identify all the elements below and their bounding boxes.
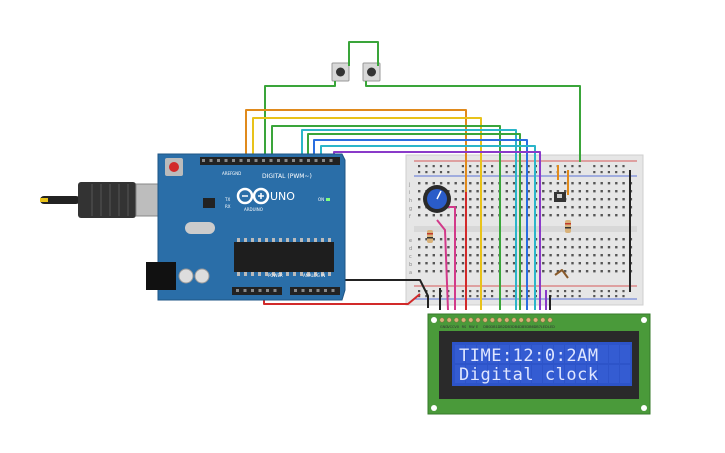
mount-hole — [431, 317, 437, 323]
push-button-left[interactable] — [331, 62, 350, 82]
row-label: g — [409, 206, 412, 212]
row-label: c — [409, 254, 412, 260]
lcd-pin-label: E — [476, 325, 478, 329]
digital-label: DIGITAL (PWM~) — [262, 173, 312, 180]
switch-component[interactable] — [554, 192, 566, 202]
mount-hole — [431, 405, 437, 411]
row-label: a — [409, 270, 412, 276]
power-jack — [146, 262, 176, 290]
lcd-pin-label: RW — [469, 325, 475, 329]
lcd-pin-label: DB6 — [526, 325, 533, 329]
resistor-right[interactable] — [565, 220, 571, 233]
analog-label: ANALOG IN — [303, 273, 325, 278]
lcd-pin[interactable] — [504, 317, 510, 323]
lcd-line-2: Digital clock — [459, 365, 599, 385]
lcd-pin-label: DB2 — [498, 325, 505, 329]
crystal — [185, 222, 215, 234]
row-label: b — [409, 262, 412, 268]
arduino-uno-board[interactable]: DIGITAL (PWM~) AREF GND UNO ARDUINO ON T… — [146, 153, 346, 301]
lcd-pin[interactable] — [525, 317, 531, 323]
resistor-left[interactable] — [427, 230, 433, 243]
lcd-pin-label: DB0 — [483, 325, 490, 329]
atmega-chip — [234, 242, 334, 272]
row-label: i — [409, 190, 410, 196]
lcd-pin-label: LED — [541, 325, 548, 329]
lcd-pin-label: DB7 — [534, 325, 541, 329]
lcd-pin-label: DB1 — [490, 325, 497, 329]
lcd-pin[interactable] — [511, 317, 517, 323]
power-label: POWER — [268, 273, 283, 278]
lcd-pin[interactable] — [446, 317, 452, 323]
lcd-pin[interactable] — [518, 317, 524, 323]
row-label: e — [409, 238, 412, 244]
lcd-pin[interactable] — [540, 317, 546, 323]
capacitor — [178, 268, 194, 284]
rx-label: RX — [225, 204, 231, 209]
lcd-pin[interactable] — [489, 317, 495, 323]
row-label: f — [409, 214, 411, 220]
potentiometer[interactable] — [423, 185, 451, 213]
usb-chip — [203, 198, 215, 208]
lcd-pin[interactable] — [475, 317, 481, 323]
brand-label: ARDUINO — [244, 207, 263, 212]
lcd-pin-label: DB4 — [512, 325, 520, 329]
lcd-pin[interactable] — [461, 317, 467, 323]
lcd-pin-label: VCC — [447, 325, 455, 329]
breadboard-row-labels: j i h g f e d c b a — [408, 182, 412, 276]
lcd-line-1: TIME:12:0:2AM — [459, 346, 599, 366]
arduino-logo-icon — [236, 187, 270, 205]
mount-hole — [641, 405, 647, 411]
lcd-pin[interactable] — [439, 317, 445, 323]
on-label: ON — [318, 197, 324, 202]
row-label: h — [409, 198, 412, 204]
lcd-pin-label: RS — [462, 325, 467, 329]
lcd-pin-label: DB5 — [519, 325, 526, 329]
lcd-pin[interactable] — [453, 317, 459, 323]
lcd-pin[interactable] — [533, 317, 539, 323]
row-label: j — [408, 182, 410, 188]
push-button-right[interactable] — [362, 62, 381, 82]
usb-cable — [40, 182, 167, 218]
lcd-pin-label: V0 — [454, 325, 459, 329]
lcd-pin[interactable] — [547, 317, 553, 323]
aref-label: AREF — [222, 171, 233, 176]
lcd-pin[interactable] — [468, 317, 474, 323]
lcd-pin-label: LED — [548, 325, 555, 329]
lcd-pin[interactable] — [482, 317, 488, 323]
lcd-pin-label: DB3 — [505, 325, 512, 329]
analog-header — [290, 287, 340, 295]
breadboard[interactable]: j i h g f e d c b a — [405, 154, 644, 306]
on-led — [326, 198, 330, 201]
row-label: d — [409, 246, 412, 252]
reset-icon — [169, 162, 179, 172]
lcd-pin[interactable] — [497, 317, 503, 323]
power-header — [232, 287, 282, 295]
model-label: UNO — [270, 190, 295, 203]
tx-label: TX — [224, 197, 230, 202]
mount-hole — [641, 317, 647, 323]
lcd-pin-label: GND — [440, 325, 448, 329]
capacitor — [194, 268, 210, 284]
gnd-label: GND — [232, 171, 241, 176]
